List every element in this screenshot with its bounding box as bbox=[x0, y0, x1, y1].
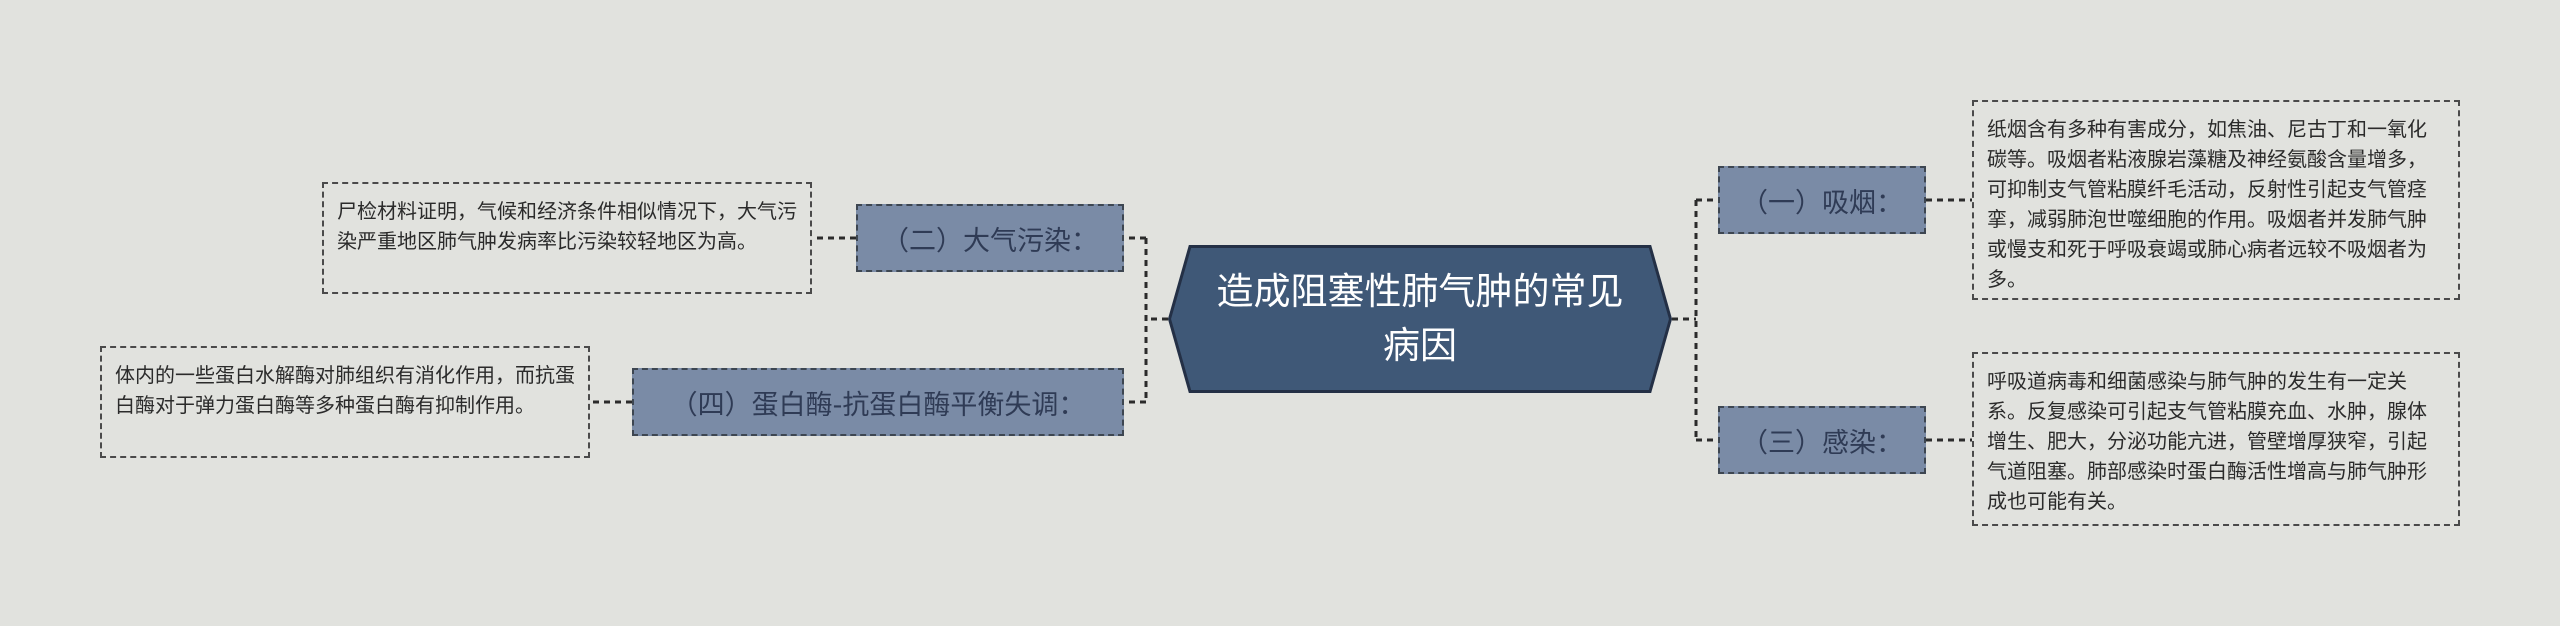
note-air-pollution-text: 尸检材料证明，气候和经济条件相似情况下，大气污染严重地区肺气肿发病率比污染较轻地… bbox=[337, 199, 797, 253]
branch-infection-label: （三）感染： bbox=[1741, 427, 1903, 459]
note-protease-imbalance-text: 体内的一些蛋白水解酶对肺组织有消化作用，而抗蛋白酶对于弹力蛋白酶等多种蛋白酶有抑… bbox=[115, 363, 575, 417]
central-topic[interactable]: 造成阻塞性肺气肿的常见病因 bbox=[1168, 245, 1672, 393]
central-topic-title: 造成阻塞性肺气肿的常见病因 bbox=[1216, 270, 1624, 367]
branch-air-pollution[interactable]: （二）大气污染： bbox=[856, 204, 1124, 272]
central-topic-shape bbox=[1168, 245, 1672, 393]
connector-trunk-right bbox=[1672, 200, 1698, 440]
note-air-pollution: 尸检材料证明，气候和经济条件相似情况下，大气污染严重地区肺气肿发病率比污染较轻地… bbox=[322, 182, 812, 294]
branch-protease-imbalance[interactable]: （四）蛋白酶-抗蛋白酶平衡失调： bbox=[632, 368, 1124, 436]
note-infection: 呼吸道病毒和细菌感染与肺气肿的发生有一定关系。反复感染可引起支气管粘膜充血、水肿… bbox=[1972, 352, 2460, 526]
connector-trunk-left bbox=[1144, 238, 1168, 402]
branch-infection[interactable]: （三）感染： bbox=[1718, 406, 1926, 474]
note-infection-text: 呼吸道病毒和细菌感染与肺气肿的发生有一定关系。反复感染可引起支气管粘膜充血、水肿… bbox=[1987, 369, 2427, 513]
branch-air-pollution-label: （二）大气污染： bbox=[882, 225, 1098, 257]
branch-smoking-label: （一）吸烟： bbox=[1741, 187, 1903, 219]
note-smoking-text: 纸烟含有多种有害成分，如焦油、尼古丁和一氧化碳等。吸烟者粘液腺岩藻糖及神经氨酸含… bbox=[1987, 117, 2427, 291]
note-protease-imbalance: 体内的一些蛋白水解酶对肺组织有消化作用，而抗蛋白酶对于弹力蛋白酶等多种蛋白酶有抑… bbox=[100, 346, 590, 458]
note-smoking: 纸烟含有多种有害成分，如焦油、尼古丁和一氧化碳等。吸烟者粘液腺岩藻糖及神经氨酸含… bbox=[1972, 100, 2460, 300]
branch-protease-imbalance-label: （四）蛋白酶-抗蛋白酶平衡失调： bbox=[670, 389, 1086, 421]
branch-smoking[interactable]: （一）吸烟： bbox=[1718, 166, 1926, 234]
